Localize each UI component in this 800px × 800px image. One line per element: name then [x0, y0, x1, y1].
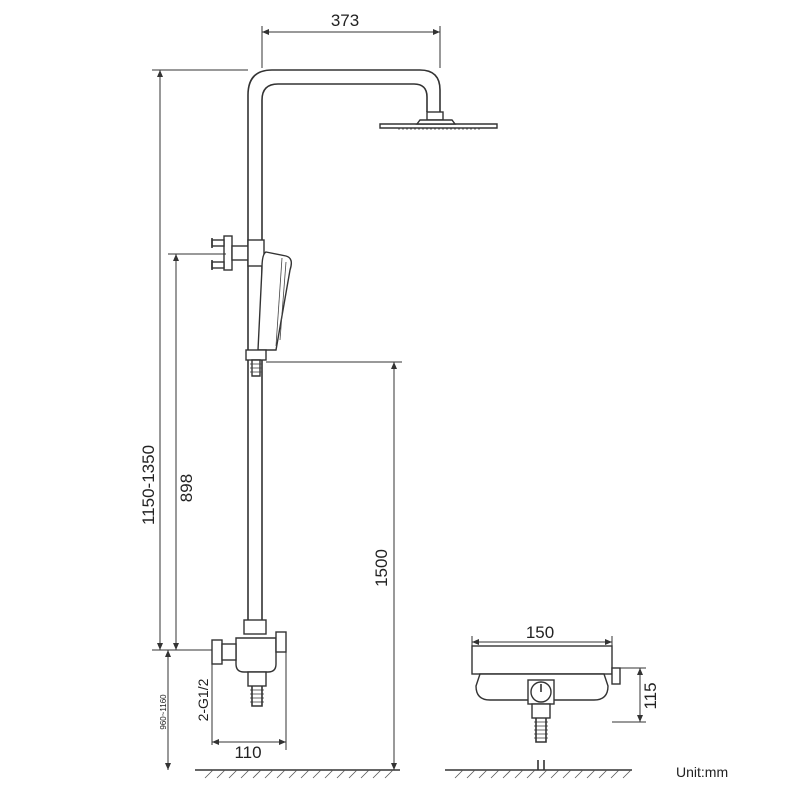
- rain-shower-head: [379, 111, 498, 130]
- dim-head-height: 1500: [372, 362, 397, 770]
- dim-head-reach-label: 373: [331, 11, 359, 30]
- dim-total-height: 1150-1350: [139, 69, 248, 651]
- mixer-valve-front: [471, 645, 621, 770]
- dim-inlet-height: 960~1160: [159, 650, 171, 770]
- dim-mixer-width-label: 150: [526, 623, 554, 642]
- dim-inlet-height-label: 960~1160: [159, 694, 168, 730]
- dim-mixer-width: 150: [471, 623, 613, 646]
- floor-line-left: [195, 769, 400, 779]
- hand-shower-holder: [245, 349, 402, 377]
- dim-head-height-label: 1500: [372, 549, 391, 587]
- dim-holder-height: 898: [168, 253, 226, 650]
- mixer-valve-side: [211, 619, 287, 707]
- riser-pipe: [247, 69, 441, 620]
- dim-mixer-height: 115: [612, 667, 660, 723]
- dim-mixer-height-label: 115: [641, 682, 660, 709]
- dim-head-reach: 373: [261, 11, 441, 68]
- dim-mixer-depth-label: 110: [234, 743, 261, 762]
- dim-total-height-label: 1150-1350: [139, 445, 158, 525]
- wall-bracket-upper: [211, 235, 265, 271]
- dim-holder-height-label: 898: [177, 474, 196, 502]
- dim-inlet-thread-label: 2-G1/2: [195, 678, 211, 721]
- dim-mixer-depth: 110: [212, 650, 287, 762]
- floor-line-right: [445, 769, 632, 779]
- hand-shower: [257, 251, 293, 351]
- dim-inlet-thread: 2-G1/2: [195, 652, 213, 745]
- unit-label: Unit:mm: [676, 764, 728, 780]
